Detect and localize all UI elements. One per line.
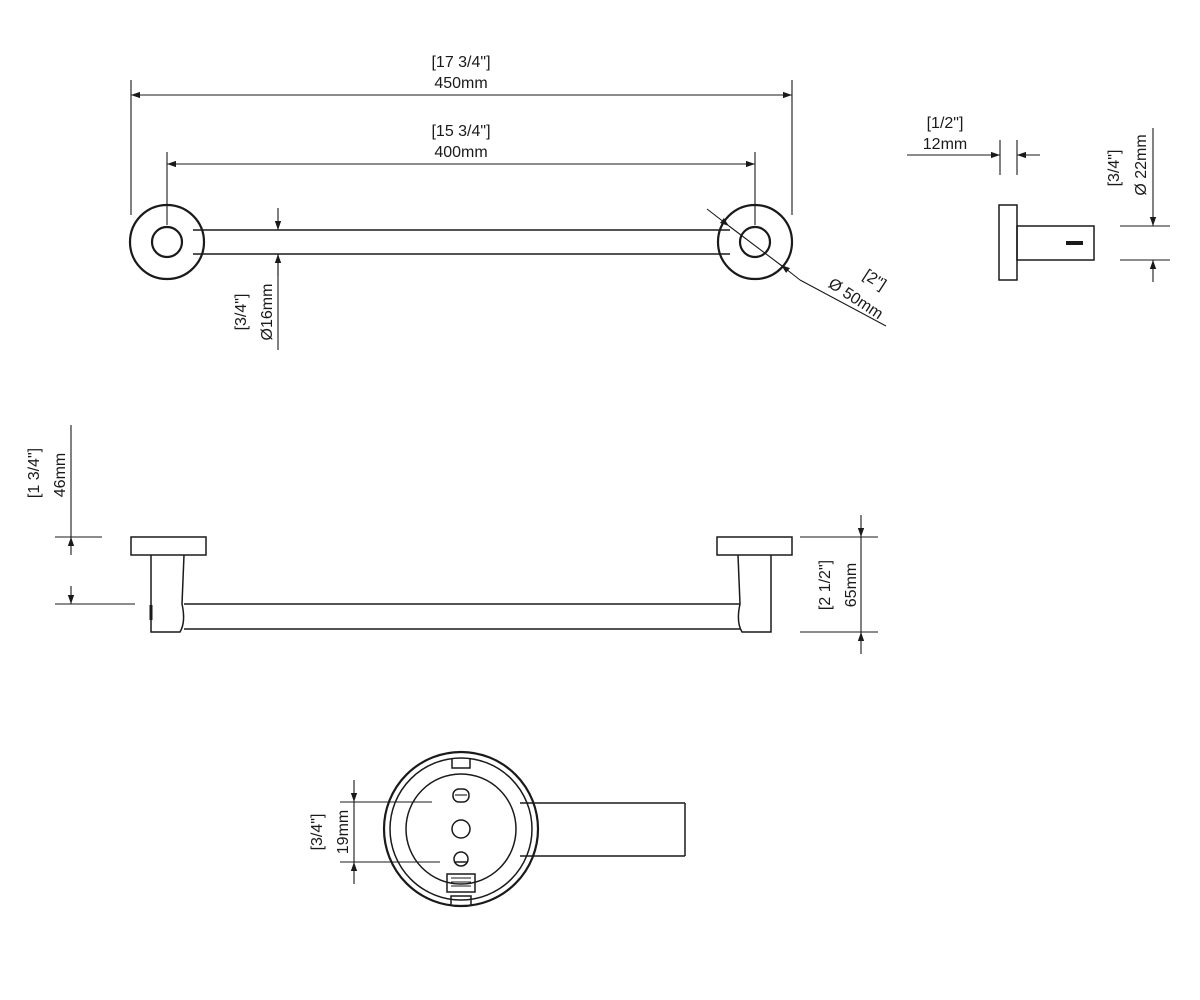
bottom-notch — [450, 895, 472, 906]
top-notch — [451, 758, 471, 769]
center-length-metric: 400mm — [434, 144, 487, 161]
back-plate-inner — [405, 773, 517, 885]
screw-spacing-imperial: [3/4"] — [309, 814, 326, 851]
left-flange-inner — [150, 225, 184, 259]
flange-diameter-imperial: [2"] — [860, 267, 889, 294]
overall-length-imperial: [17 3/4"] — [431, 54, 490, 71]
center-hole — [451, 819, 471, 839]
top-screw-slot — [452, 788, 470, 803]
top-view: [17 3/4"] 450mm [15 3/4"] 400mm [3/4"] Ø… — [128, 54, 889, 350]
bar-offset-imperial: [1 3/4"] — [26, 448, 43, 498]
front-view: [1 3/4"] 46mm [2 1/2"] 65mm — [26, 425, 878, 654]
flange-thickness-metric: 12mm — [923, 136, 967, 153]
flange-thickness-imperial: [1/2"] — [927, 115, 964, 132]
bar-diameter-imperial: [3/4"] — [233, 294, 250, 331]
post-diameter-imperial: [3/4"] — [1106, 150, 1123, 187]
flange-diameter-leader — [799, 279, 887, 327]
right-flange-profile — [716, 536, 793, 556]
total-projection-metric: 65mm — [843, 563, 860, 607]
back-plate-rim — [389, 757, 533, 901]
bottom-screw-hole — [453, 851, 469, 867]
post-diameter-metric: Ø 22mm — [1133, 134, 1150, 195]
total-projection-imperial: [2 1/2"] — [817, 560, 834, 610]
back-plate-outer — [382, 750, 540, 908]
back-view: [3/4"] 19mm — [309, 750, 686, 908]
right-flange-inner — [738, 225, 772, 259]
side-view: [1/2"] 12mm [3/4"] Ø 22mm — [907, 115, 1170, 282]
bar-diameter-metric: Ø16mm — [259, 284, 276, 341]
right-post — [737, 554, 772, 633]
overall-length-metric: 450mm — [434, 75, 487, 92]
flange-diameter-arrow — [706, 208, 730, 227]
flange-diameter-line — [728, 225, 783, 267]
left-flange-profile — [130, 536, 207, 556]
screw-spacing-metric: 19mm — [335, 810, 352, 854]
bar-offset-metric: 46mm — [52, 453, 69, 497]
set-screw-housing — [446, 873, 476, 893]
flange-diameter-arrow — [780, 264, 801, 281]
center-length-imperial: [15 3/4"] — [431, 123, 490, 140]
flange-profile — [998, 204, 1018, 281]
left-post — [150, 554, 185, 633]
post-profile — [1016, 225, 1095, 261]
